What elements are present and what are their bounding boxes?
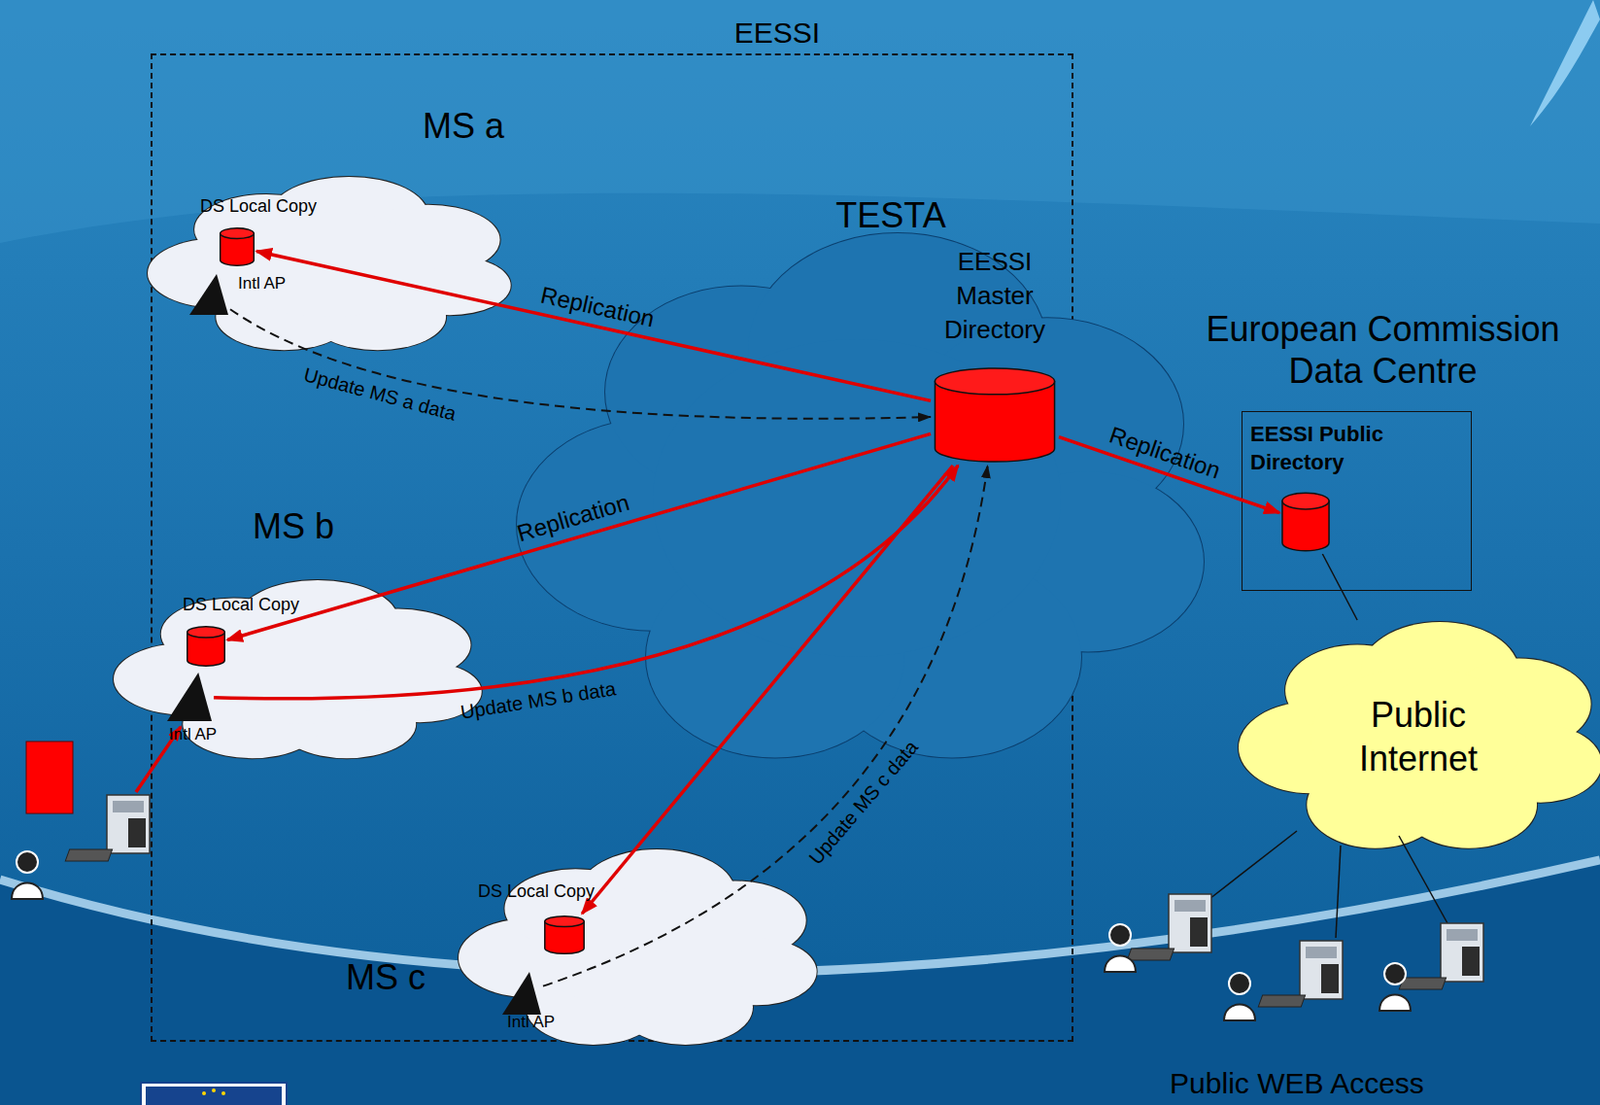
cylinder-shape (932, 366, 1057, 464)
database-cylinder: DS Local Copy (544, 915, 585, 954)
member-state-cloud: MS bDS Local CopyIntl AP (113, 579, 478, 760)
database-cylinder: DS Local Copy (219, 227, 255, 267)
eu-flag (140, 1082, 287, 1105)
network-line (1335, 845, 1341, 938)
connector (213, 465, 958, 699)
database-cylinder: DS Local Copy (186, 625, 226, 667)
user-icon (11, 851, 43, 899)
triangle-shape (502, 971, 542, 1015)
node-heading: TESTA (822, 194, 959, 237)
node-heading: Intl AP (238, 273, 316, 294)
background-swoosh (0, 859, 1600, 1105)
user-icon (1104, 923, 1136, 972)
eu-star (211, 1088, 216, 1092)
cylinder-shape (219, 227, 255, 267)
user-icon (1224, 972, 1256, 1021)
connector (227, 433, 931, 640)
node-heading: DS Local Copy (182, 594, 348, 616)
data-centre-box: European Commission Data CentreEESSI Pub… (1241, 410, 1472, 591)
node-heading: DS Local Copy (200, 196, 366, 218)
node-heading: Public Internet (1321, 692, 1516, 781)
member-state-cloud: MS aDS Local CopyIntl AP (147, 176, 508, 352)
node-heading: DS Local Copy (477, 881, 644, 903)
node-heading: MS c (327, 955, 444, 998)
access-point: Intl AP (502, 971, 542, 1015)
computer-icon (1398, 922, 1484, 989)
cylinder-shape (1281, 491, 1330, 552)
region-box: EESSIMS aDS Local CopyIntl APTESTAEESSI … (150, 53, 1074, 1042)
corner-mark (1530, 0, 1600, 127)
node-heading: European Commission Data Centre (1166, 307, 1600, 392)
user-icon (1379, 962, 1411, 1011)
connector (581, 465, 954, 914)
computer-icon (1258, 940, 1343, 1007)
connector (1322, 553, 1358, 620)
computer-icon (1126, 893, 1212, 960)
caption-label: Public WEB Access (1117, 1065, 1477, 1101)
eu-star (202, 1090, 206, 1095)
eu-flag-field (145, 1086, 282, 1105)
node-heading: Intl AP (507, 1012, 585, 1032)
computer-icon (65, 794, 150, 861)
connector (543, 465, 988, 987)
node-heading: Intl AP (169, 724, 247, 745)
eu-star (221, 1090, 226, 1095)
access-arrow (136, 726, 181, 792)
connector (230, 308, 931, 419)
database-cylinder: EESSI Master Directory (932, 366, 1057, 464)
database-cylinder: EESSI Public Directory (1281, 491, 1330, 552)
internet-cloud: Public Internet (1238, 621, 1599, 851)
node-heading: EESSI (680, 15, 875, 51)
cylinder-shape (186, 625, 226, 667)
node-heading: MS b (230, 505, 357, 547)
node-heading: MS a (400, 104, 527, 147)
node-heading: EESSI Public Directory (1250, 420, 1406, 477)
background-wave (0, 0, 1600, 243)
triangle-shape (167, 672, 212, 721)
triangle-shape (189, 273, 229, 315)
cylinder-shape (544, 915, 585, 954)
cloud-outline (1238, 621, 1599, 851)
access-point: Intl AP (189, 273, 229, 315)
access-point: Intl AP (167, 672, 212, 721)
document-icon (26, 741, 73, 814)
node-heading: EESSI Master Directory (931, 244, 1058, 347)
network-line (1209, 830, 1297, 899)
network-line (1398, 835, 1448, 923)
